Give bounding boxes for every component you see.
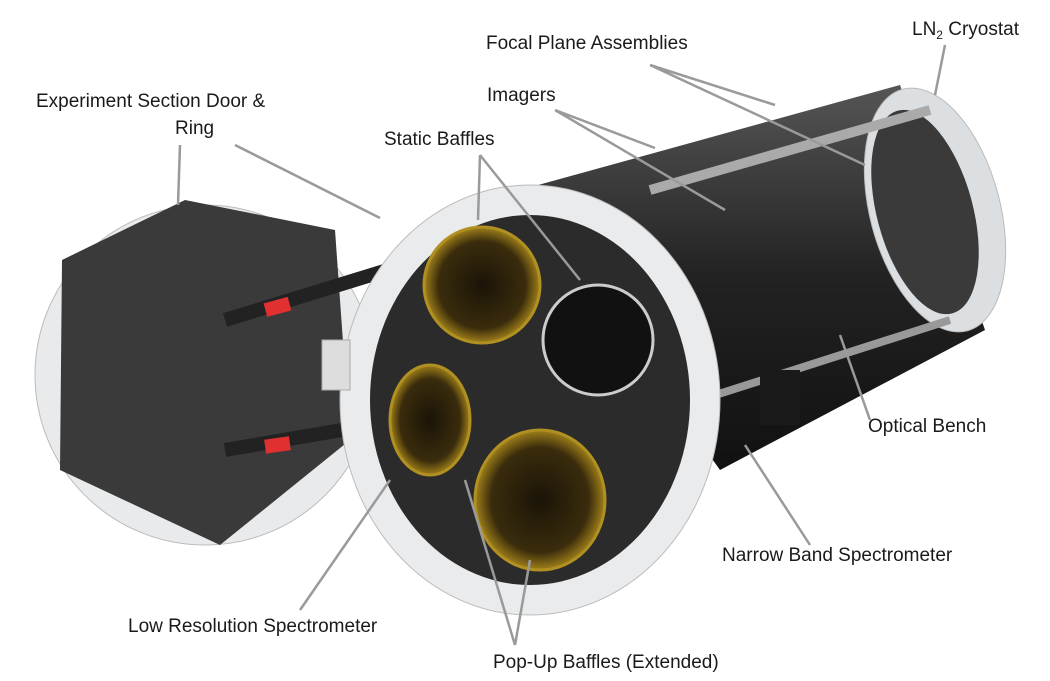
label-ln2-cryostat: LN2 Cryostat	[912, 20, 1019, 41]
label-optical-bench: Optical Bench	[868, 416, 987, 437]
cryostat-tube	[520, 85, 1007, 470]
label-narrow-band-spectrometer: Narrow Band Spectrometer	[722, 545, 953, 566]
label-door-line1: Experiment Section Door &	[36, 91, 266, 112]
label-door-line2: Ring	[175, 118, 215, 139]
label-popup-baffles: Pop-Up Baffles (Extended)	[493, 652, 719, 673]
label-imagers: Imagers	[487, 85, 556, 106]
label-ln2-suffix: Cryostat	[942, 19, 1020, 40]
label-ln2-prefix: LN	[912, 19, 937, 40]
label-static-baffles: Static Baffles	[384, 129, 495, 150]
label-focal-plane-assemblies: Focal Plane Assemblies	[486, 33, 688, 54]
label-ln2-subscript: 2	[936, 28, 943, 42]
leader-lines	[176, 44, 947, 646]
baffles	[321, 225, 655, 572]
label-low-resolution-spectrometer: Low Resolution Spectrometer	[128, 616, 378, 637]
